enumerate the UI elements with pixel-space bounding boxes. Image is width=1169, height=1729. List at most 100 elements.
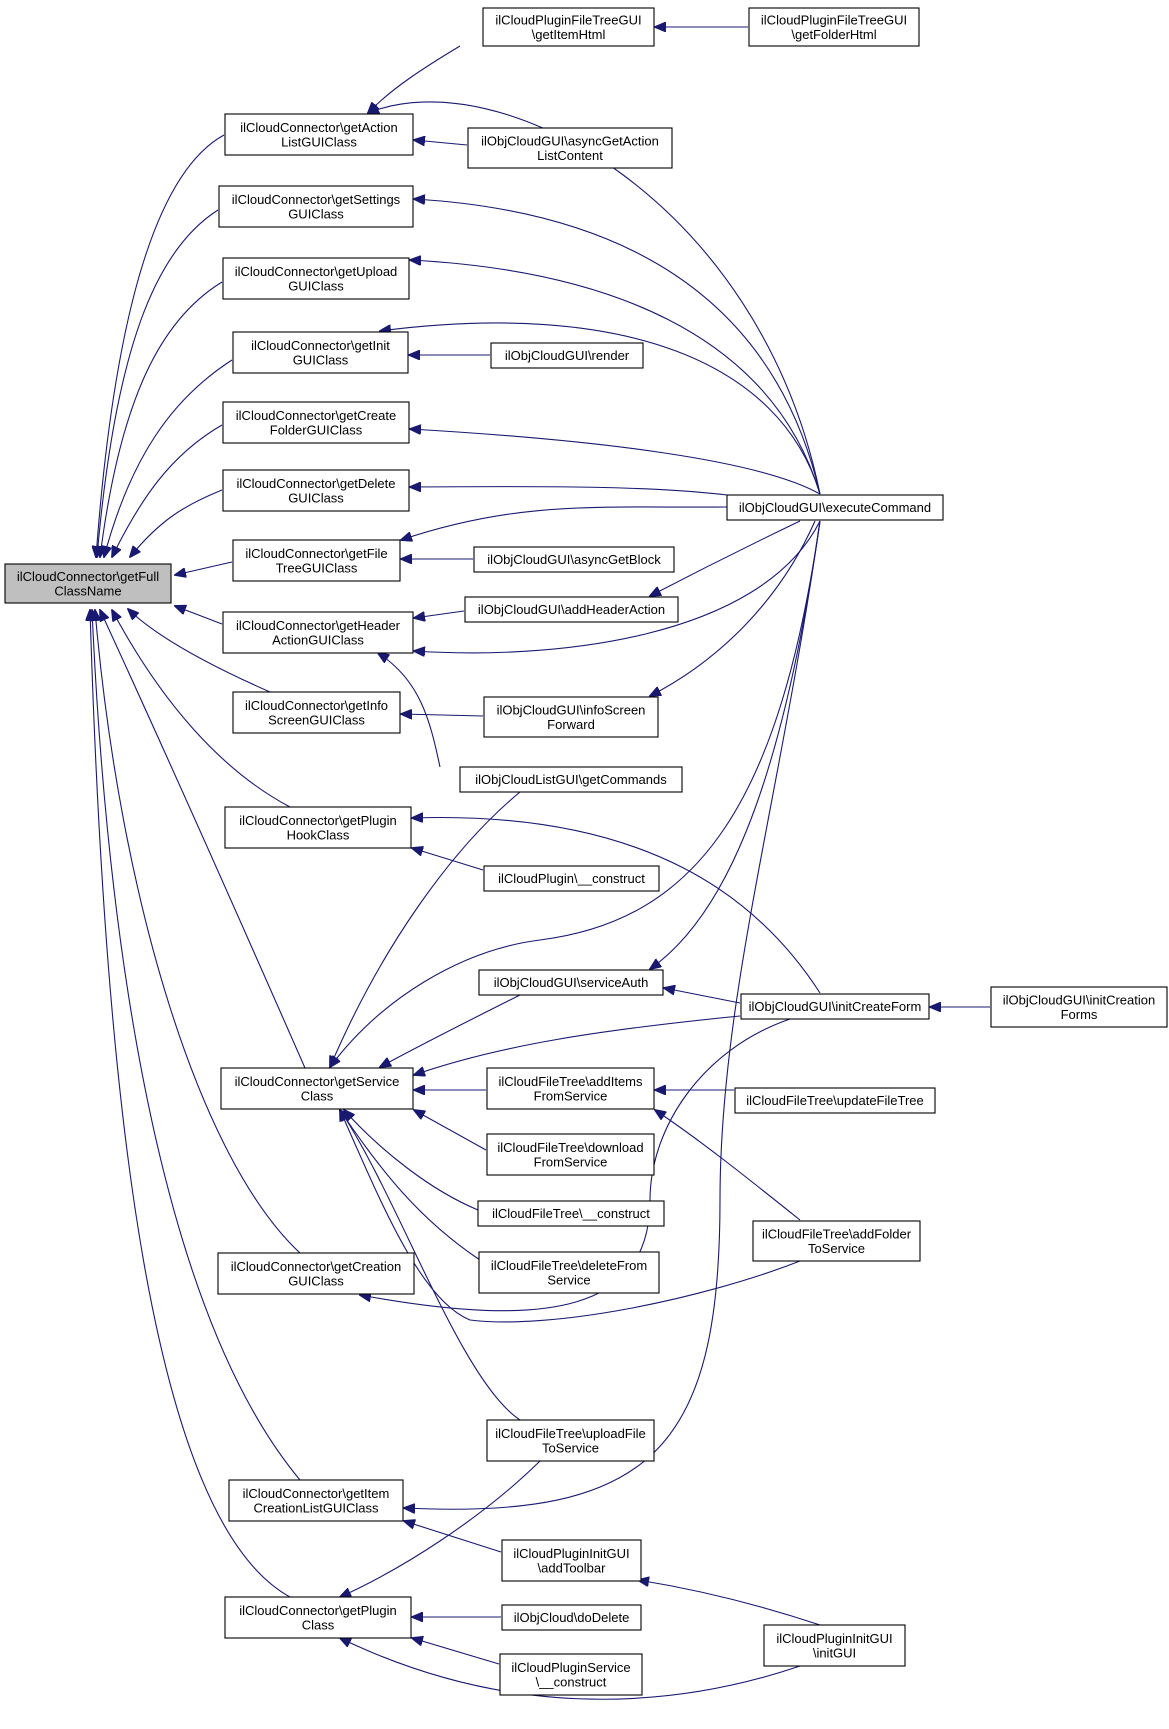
- node-fileTreeConstruct[interactable]: ilCloudFileTree\__construct: [477, 1200, 665, 1227]
- node-label: GUIClass: [293, 352, 349, 367]
- edge-getCreateFolder-to-root: [112, 424, 223, 557]
- node-label: ilCloudConnector\getFull: [17, 569, 159, 584]
- node-label: ilObjCloudListGUI\getCommands: [475, 772, 667, 787]
- node-box: [486, 1419, 655, 1462]
- edge-getFileTree-to-root: [175, 561, 233, 575]
- node-box: [501, 1539, 642, 1582]
- node-box: [228, 1479, 404, 1522]
- node-initGUI[interactable]: ilCloudPluginInitGUI\initGUI: [763, 1624, 906, 1667]
- edge-pluginServiceConstruct-to-getPluginClass: [412, 1638, 500, 1665]
- node-box: [501, 1604, 642, 1631]
- edge-executeCommand-to-getDelete: [410, 487, 728, 496]
- node-label: ilCloudPluginInitGUI: [513, 1546, 629, 1561]
- node-label: \__construct: [536, 1674, 607, 1689]
- node-label: ilCloudConnector\getDelete: [237, 476, 396, 491]
- node-asyncGetBlock[interactable]: ilObjCloudGUI\asyncGetBlock: [473, 546, 675, 573]
- node-label: ilCloudPluginFileTreeGUI: [761, 12, 907, 27]
- node-label: ilObjCloudGUI\executeCommand: [739, 500, 931, 515]
- node-box: [222, 469, 410, 512]
- node-serviceAuth[interactable]: ilObjCloudGUI\serviceAuth: [478, 969, 664, 996]
- node-addToolbar[interactable]: ilCloudPluginInitGUI\addToolbar: [501, 1539, 642, 1582]
- node-label: ilObjCloudGUI\serviceAuth: [494, 975, 649, 990]
- node-label: \getFolderHtml: [791, 27, 876, 42]
- node-box: [499, 1653, 643, 1696]
- node-label: Service: [547, 1272, 590, 1287]
- edge-initGUI-to-addToolbar: [638, 1580, 821, 1626]
- node-box: [224, 806, 412, 849]
- node-box: [478, 969, 664, 996]
- node-label: ilObjCloudGUI\infoScreen: [497, 702, 646, 717]
- node-box: [222, 611, 414, 654]
- node-label: ToService: [808, 1241, 865, 1256]
- node-box: [478, 1251, 660, 1294]
- edge-executeCommand-to-infoScreenForward: [650, 520, 816, 696]
- node-addHeaderAction[interactable]: ilObjCloudGUI\addHeaderAction: [464, 596, 679, 623]
- node-box: [467, 127, 673, 169]
- edge-initCreateForm-to-getService: [414, 1015, 741, 1075]
- node-label: \addToolbar: [538, 1560, 607, 1575]
- edge-initCreateForm-to-serviceAuth: [664, 988, 741, 1004]
- node-box: [4, 563, 172, 604]
- edge-getInit-to-root: [104, 359, 233, 557]
- node-box: [740, 993, 930, 1020]
- node-label: ScreenGUIClass: [268, 712, 365, 727]
- edge-executeCommand-to-addHeaderAction: [650, 520, 801, 596]
- edge-executeCommand-to-getItemCreation: [404, 520, 821, 1509]
- node-label: HookClass: [287, 827, 350, 842]
- node-label: ilCloudConnector\getService: [235, 1074, 400, 1089]
- node-box: [490, 342, 644, 369]
- node-label: GUIClass: [288, 206, 344, 221]
- node-box: [464, 596, 679, 623]
- node-label: GUIClass: [288, 278, 344, 293]
- edge-executeCommand-to-getInit: [380, 322, 821, 495]
- node-box: [990, 986, 1168, 1028]
- edge-executeCommand-to-getFileTree: [401, 506, 728, 540]
- node-updateFileTree[interactable]: ilCloudFileTree\updateFileTree: [734, 1087, 936, 1114]
- node-initCreateForm[interactable]: ilObjCloudGUI\initCreateForm: [740, 993, 930, 1020]
- node-executeCommand[interactable]: ilObjCloudGUI\executeCommand: [726, 494, 944, 521]
- node-label: ilCloudConnector\getInit: [251, 338, 390, 353]
- edge-fileTreeConstruct-to-getService: [344, 1110, 479, 1211]
- node-label: ilCloudPlugin\__construct: [498, 871, 645, 886]
- edge-getCreation-to-root: [95, 610, 301, 1254]
- edge-getCommands-to-getService: [330, 791, 521, 1067]
- node-pluginServiceConstruct[interactable]: ilCloudPluginService\__construct: [499, 1653, 643, 1696]
- node-label: ClassName: [54, 583, 121, 598]
- edge-executeCommand-to-getCreateFolder: [410, 429, 821, 495]
- node-label: ilCloudConnector\getCreate: [236, 408, 396, 423]
- node-getFolderHtml[interactable]: ilCloudPluginFileTreeGUI\getFolderHtml: [748, 7, 920, 47]
- node-getItemHtml[interactable]: ilCloudPluginFileTreeGUI\getItemHtml: [482, 7, 655, 47]
- node-render[interactable]: ilObjCloudGUI\render: [490, 342, 644, 369]
- node-label: FromService: [534, 1154, 608, 1169]
- node-getCommands[interactable]: ilObjCloudListGUI\getCommands: [459, 766, 683, 793]
- edge-getAction-to-root: [96, 134, 225, 557]
- node-label: ilCloudFileTree\deleteFrom: [491, 1258, 647, 1273]
- node-pluginConstruct[interactable]: ilCloudPlugin\__construct: [483, 865, 660, 892]
- node-label: FolderGUIClass: [270, 422, 363, 437]
- node-box: [734, 1087, 936, 1114]
- node-getItemCreation[interactable]: ilCloudConnector\getItemCreationListGUIC…: [228, 1479, 404, 1522]
- node-doDelete[interactable]: ilObjCloud\doDelete: [501, 1604, 642, 1631]
